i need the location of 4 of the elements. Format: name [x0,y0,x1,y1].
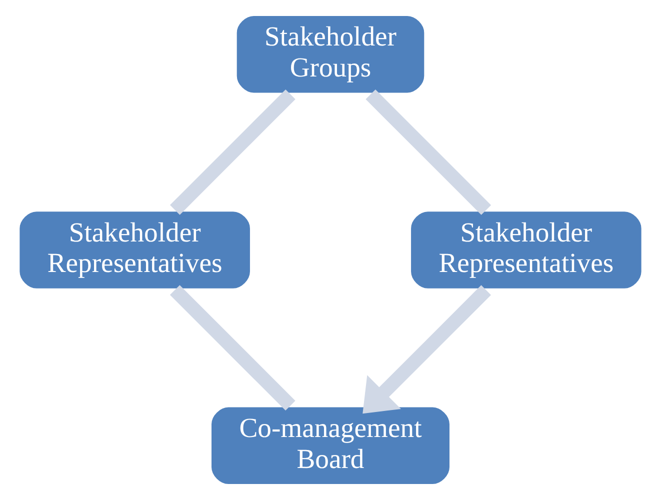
connector [169,285,295,410]
arrow [362,285,490,414]
connector [365,90,491,215]
connector [170,89,295,215]
